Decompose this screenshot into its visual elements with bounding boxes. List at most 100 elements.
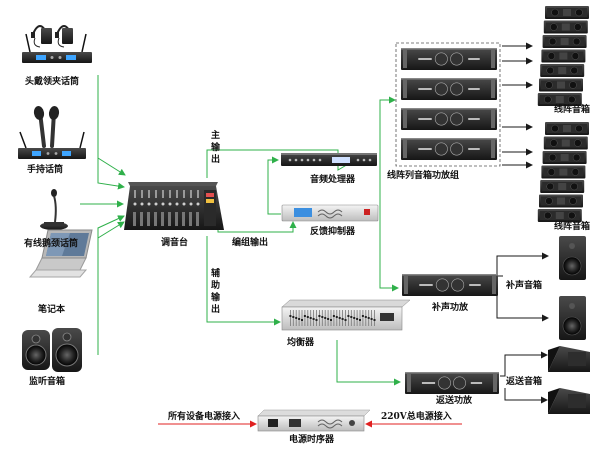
bodypack-transmitter-icon	[41, 28, 73, 44]
graphic-equalizer-unit	[281, 299, 411, 331]
label-return-speaker: 返送音箱	[506, 377, 543, 387]
eq-slider	[353, 317, 356, 319]
label-return-amp: 返送功放	[436, 396, 473, 406]
power-amplifier-unit	[401, 78, 497, 100]
power-amplifier-unit	[402, 274, 498, 296]
line-array-speaker-bottom	[537, 122, 589, 222]
line-array-cabinet	[539, 78, 583, 92]
return-amp-unit	[405, 372, 499, 394]
eq-slider	[356, 318, 359, 320]
label-mixer: 调音台	[161, 238, 189, 248]
label-fill-speaker: 补声音箱	[506, 281, 543, 291]
feedback-suppressor-unit	[281, 204, 379, 222]
line-array-cabinet	[537, 93, 582, 106]
line-array-cabinet	[541, 165, 586, 179]
eq-slider	[364, 316, 367, 318]
power-amplifier-unit	[401, 48, 497, 70]
link-mixer-group-out	[217, 221, 297, 233]
laptop-icon	[28, 229, 93, 278]
eq-slider	[367, 317, 370, 319]
label-feedback-suppressor: 反馈抑制器	[310, 227, 356, 237]
link-headset-to-mixer	[97, 75, 126, 176]
eq-slider	[373, 319, 376, 321]
line-array-cabinet	[540, 64, 585, 77]
wireless-receiver-icon	[18, 131, 86, 159]
eq-slider	[350, 316, 353, 318]
fill-amp-unit	[402, 274, 498, 296]
eq-slider	[321, 316, 324, 318]
eq-slider	[341, 318, 344, 320]
label-fill-amp: 补声功放	[432, 303, 469, 313]
eq-slider	[292, 316, 295, 318]
audio-processor-unit	[281, 153, 377, 166]
label-power-sequencer: 电源时序器	[289, 435, 335, 445]
line-array-cabinet-stack	[537, 122, 589, 222]
signal-lines	[80, 75, 401, 386]
eq-slider	[347, 315, 350, 317]
eq-slider	[301, 319, 303, 321]
wireless-receiver-icon	[22, 33, 92, 63]
label-monitor-speakers: 监听音箱	[29, 377, 66, 387]
link-handheld-to-mixer	[97, 148, 125, 190]
eq-slider	[338, 317, 341, 319]
handheld-mic-receiver	[18, 106, 86, 159]
eq-slider	[318, 315, 321, 317]
eq-slider	[332, 315, 335, 317]
line-array-cabinet	[545, 6, 589, 19]
eq-slider	[344, 319, 347, 321]
monitor-speakers-icon	[22, 328, 82, 372]
gooseneck-mic-icon	[40, 189, 68, 230]
speaker-lines	[496, 42, 549, 404]
eq-slider	[309, 317, 312, 319]
eq-slider	[298, 318, 301, 320]
fill-speakers	[559, 236, 586, 340]
label-main-power-220v: 220V总电源接入	[381, 412, 452, 422]
mixing-console	[124, 182, 224, 230]
eq-slider	[306, 316, 309, 318]
eq-slider	[330, 319, 332, 321]
line-array-cabinet	[539, 194, 583, 208]
label-aux-out: 辅助输出	[211, 269, 221, 315]
line-array-cabinet-stack	[537, 6, 589, 106]
line-array-cabinet	[537, 209, 582, 222]
link-mixer-main-out	[206, 149, 356, 178]
label-line-array-speaker-bottom: 线阵音箱	[554, 222, 591, 232]
eq-slider	[359, 319, 361, 321]
headset-mic-receiver	[22, 25, 92, 63]
link-eq-to-return-amp	[336, 340, 401, 386]
eq-slider	[295, 317, 298, 319]
link-monitor-to-mixer	[97, 221, 125, 355]
line-array-cabinet	[542, 151, 587, 164]
eq-slider	[312, 318, 315, 320]
label-headset-mic: 头戴领夹话筒	[25, 77, 80, 87]
label-handheld-mic: 手持话筒	[27, 165, 64, 175]
power-amplifier-unit	[401, 108, 497, 130]
line-array-cabinet	[543, 136, 588, 150]
eq-slider	[303, 315, 306, 317]
line-array-cabinet	[545, 122, 589, 135]
eq-slider	[370, 318, 373, 320]
label-gooseneck-mic: 有线鹅颈话筒	[24, 239, 79, 249]
return-speakers	[548, 346, 590, 414]
label-laptop: 笔记本	[38, 305, 66, 315]
label-audio-processor: 音频处理器	[310, 175, 356, 185]
line-array-cabinet	[540, 180, 585, 193]
label-equalizer: 均衡器	[287, 338, 315, 348]
eq-slider	[327, 318, 330, 320]
line-array-speaker-top	[537, 6, 589, 106]
label-main-out: 主输出	[211, 131, 221, 165]
power-amplifier-unit	[401, 138, 497, 160]
link-feedback-to-processor	[267, 156, 281, 215]
eq-slider	[361, 315, 364, 317]
line-array-cabinet	[543, 20, 588, 34]
eq-slider	[335, 316, 338, 318]
link-processor-to-amp-group	[379, 96, 396, 160]
eq-slider	[324, 317, 327, 319]
link-processor-to-fill-amp	[379, 160, 399, 292]
handheld-mic-icon	[33, 106, 60, 148]
label-line-array-amp-group: 线阵列音箱功放组	[387, 171, 460, 181]
label-group-out: 编组输出	[232, 238, 269, 248]
power-sequencer-unit	[257, 409, 371, 432]
label-all-equipment-power: 所有设备电源接入	[168, 412, 241, 422]
